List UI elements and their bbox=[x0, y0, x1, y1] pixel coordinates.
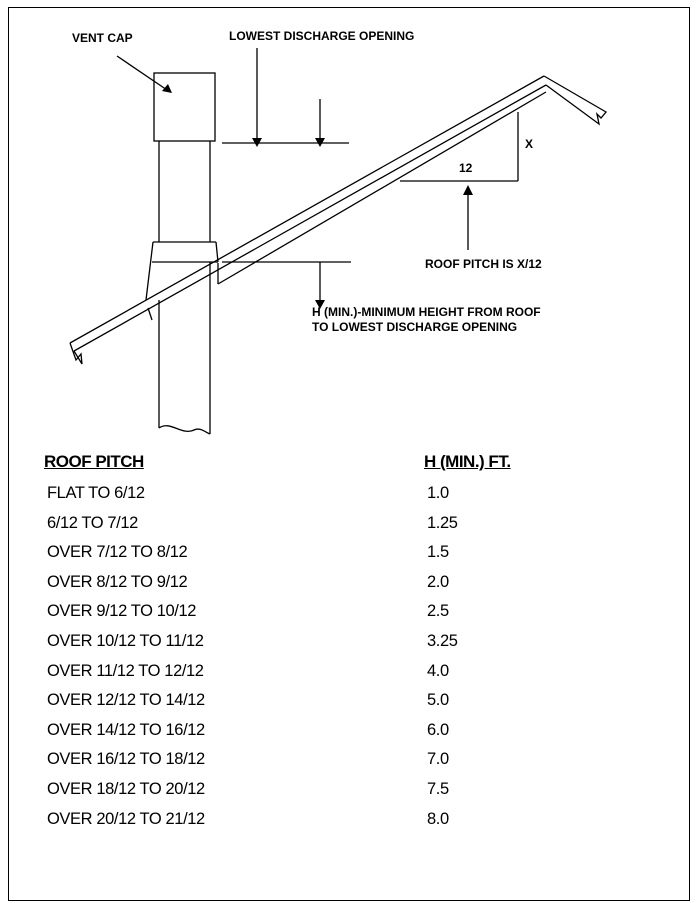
hmin-label-line1: H (MIN.)-MINIMUM HEIGHT FROM ROOF bbox=[312, 305, 541, 319]
roof-pitch-cell: OVER 11/12 TO 12/12 bbox=[47, 662, 204, 680]
height-cell: 7.0 bbox=[427, 750, 449, 768]
lowest-discharge-label: LOWEST DISCHARGE OPENING bbox=[229, 29, 415, 43]
hmin-header: H (MIN.) FT. bbox=[424, 452, 511, 471]
height-cell: 8.0 bbox=[427, 810, 449, 828]
arrowhead-discharge-left bbox=[252, 138, 262, 147]
roof-pitch-cell: OVER 7/12 TO 8/12 bbox=[47, 543, 188, 561]
pitch-12-label: 12 bbox=[459, 161, 473, 175]
roof-pitch-cell: OVER 10/12 TO 11/12 bbox=[47, 632, 204, 650]
vent-cap-leader bbox=[116, 55, 171, 93]
roof-pitch-cell: OVER 16/12 TO 18/12 bbox=[47, 750, 205, 768]
arrowhead-roof-pitch bbox=[463, 185, 473, 195]
height-cell: 1.25 bbox=[427, 514, 458, 532]
roof-pitch-header: ROOF PITCH bbox=[44, 452, 144, 471]
height-cell: 7.5 bbox=[427, 780, 449, 798]
roof-pitch-cell: OVER 9/12 TO 10/12 bbox=[47, 602, 197, 620]
pitch-triangle bbox=[400, 112, 519, 250]
roof-pitch-cell: FLAT TO 6/12 bbox=[47, 484, 145, 502]
vent-cap-label: VENT CAP bbox=[72, 31, 133, 45]
height-cell: 5.0 bbox=[427, 691, 449, 709]
roof-pitch-cell: OVER 18/12 TO 20/12 bbox=[47, 780, 205, 798]
vent-pipe bbox=[145, 72, 219, 435]
pitch-x-label: X bbox=[525, 137, 534, 151]
roof-pitch-cell: OVER 20/12 TO 21/12 bbox=[47, 810, 205, 828]
roof-slab bbox=[69, 75, 607, 365]
height-cell: 2.5 bbox=[427, 602, 449, 620]
roof-pitch-cell: 6/12 TO 7/12 bbox=[47, 514, 138, 532]
arrowhead-hmin bbox=[315, 300, 325, 309]
roof-flashing bbox=[217, 91, 547, 285]
height-cell: 1.0 bbox=[427, 484, 449, 502]
arrowhead-discharge-right bbox=[315, 138, 325, 147]
height-cell: 3.25 bbox=[427, 632, 458, 650]
height-cell: 1.5 bbox=[427, 543, 449, 561]
vent-roof-diagram bbox=[69, 48, 607, 435]
hmin-label-line2: TO LOWEST DISCHARGE OPENING bbox=[312, 320, 518, 334]
height-cell: 4.0 bbox=[427, 662, 449, 680]
figure-border bbox=[8, 7, 690, 901]
roof-pitch-cell: OVER 8/12 TO 9/12 bbox=[47, 573, 188, 591]
roof-pitch-cell: OVER 14/12 TO 16/12 bbox=[47, 721, 205, 739]
discharge-dimension bbox=[222, 48, 351, 305]
arrowhead-vent-cap bbox=[162, 84, 172, 93]
height-cell: 2.0 bbox=[427, 573, 449, 591]
height-cell: 6.0 bbox=[427, 721, 449, 739]
roof-pitch-label: ROOF PITCH IS X/12 bbox=[425, 257, 542, 271]
roof-pitch-cell: OVER 12/12 TO 14/12 bbox=[47, 691, 205, 709]
